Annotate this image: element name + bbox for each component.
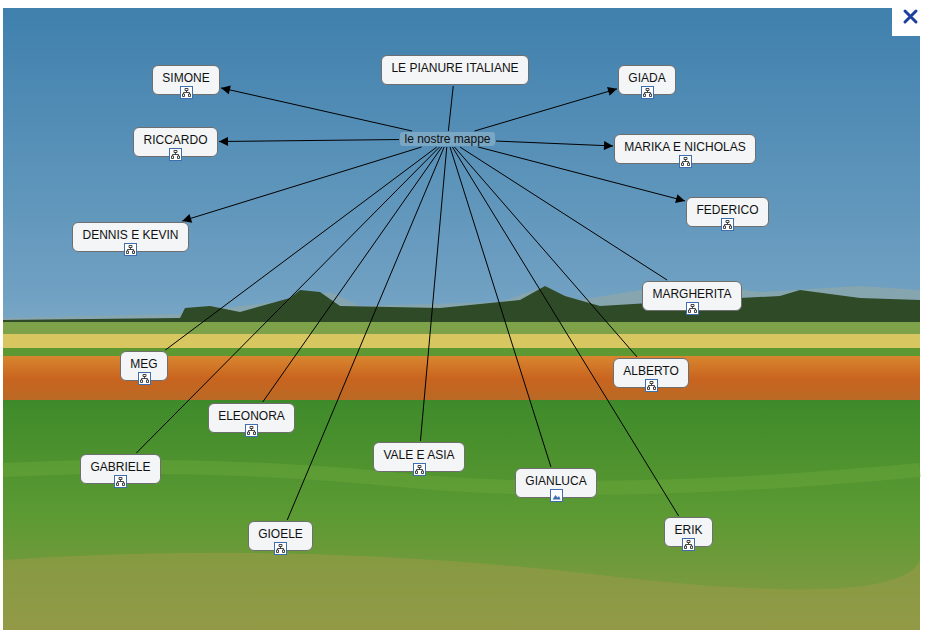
- cmap-icon: [721, 218, 734, 231]
- concept-box: ELEONORA: [208, 403, 295, 433]
- cmap-icon: [245, 424, 258, 437]
- cmap-icon: [413, 463, 426, 476]
- concept-label: VALE E ASIA: [383, 448, 454, 462]
- cmap-icon: [645, 379, 658, 392]
- concept-box: GIOELE: [248, 521, 313, 551]
- connector-line: [496, 141, 613, 146]
- concept-box: VALE E ASIA: [373, 442, 465, 472]
- link-label: le nostre mappe: [404, 132, 490, 146]
- concept-label: SIMONE: [162, 71, 209, 85]
- concept-label: ALBERTO: [623, 364, 679, 378]
- concept-label: MARIKA E NICHOLAS: [624, 140, 745, 154]
- concept-label: ERIK: [674, 523, 702, 537]
- connector-line: [452, 147, 678, 516]
- cmap-icon: [180, 86, 193, 99]
- connector-line: [450, 147, 551, 467]
- concept-box: GIADA: [618, 65, 676, 95]
- connector-line: [182, 147, 421, 221]
- connector-line: [475, 89, 617, 131]
- cmap-icon: [679, 155, 692, 168]
- cmap-icon: [124, 243, 137, 256]
- concept-box: MARIKA E NICHOLAS: [614, 134, 756, 164]
- concept-label: GABRIELE: [90, 460, 150, 474]
- connector-line: [420, 147, 446, 441]
- close-button: [892, 0, 925, 36]
- concept-box: ALBERTO: [613, 358, 689, 388]
- concept-box: LE PIANURE ITALIANE: [381, 55, 529, 85]
- connector-line: [263, 147, 442, 402]
- concept-label: RICCARDO: [143, 133, 207, 147]
- cmap-icon: [682, 538, 695, 551]
- concept-box: FEDERICO: [686, 197, 769, 227]
- connector-line: [454, 147, 637, 357]
- concept-box: DENNIS E KEVIN: [72, 222, 189, 252]
- concept-label: MARGHERITA: [652, 287, 731, 301]
- connector-line: [448, 86, 453, 131]
- concept-label: GIOELE: [258, 527, 303, 541]
- concept-box: SIMONE: [152, 65, 220, 95]
- connector-line: [221, 88, 412, 131]
- concept-box: MARGHERITA: [642, 281, 742, 311]
- concept-label: MEG: [130, 357, 157, 371]
- concept-box: RICCARDO: [133, 127, 218, 157]
- concept-box: GIANLUCA: [515, 468, 597, 498]
- concept-box: ERIK: [664, 517, 713, 547]
- image-icon: [550, 489, 563, 502]
- linking-phrase: le nostre mappe: [400, 132, 495, 146]
- cmap-icon: [169, 148, 182, 161]
- concept-label: FEDERICO: [696, 203, 758, 217]
- cmap-icon: [114, 475, 127, 488]
- cmap-icon: [686, 302, 699, 315]
- concept-label: DENNIS E KEVIN: [82, 228, 178, 242]
- cmap-icon: [274, 542, 287, 555]
- concept-box: GABRIELE: [80, 454, 161, 484]
- connector-line: [287, 147, 444, 520]
- connector-line: [460, 147, 667, 280]
- concept-label: LE PIANURE ITALIANE: [391, 61, 518, 75]
- cmap-icon: [641, 86, 654, 99]
- concept-label: GIADA: [628, 71, 665, 85]
- connector-line: [136, 147, 439, 453]
- concept-label: ELEONORA: [218, 409, 285, 423]
- connector-line: [165, 147, 436, 350]
- concept-box: MEG: [120, 351, 168, 381]
- connector-line: [219, 140, 399, 142]
- concept-label: GIANLUCA: [525, 474, 586, 488]
- cmap-icon: [138, 372, 151, 385]
